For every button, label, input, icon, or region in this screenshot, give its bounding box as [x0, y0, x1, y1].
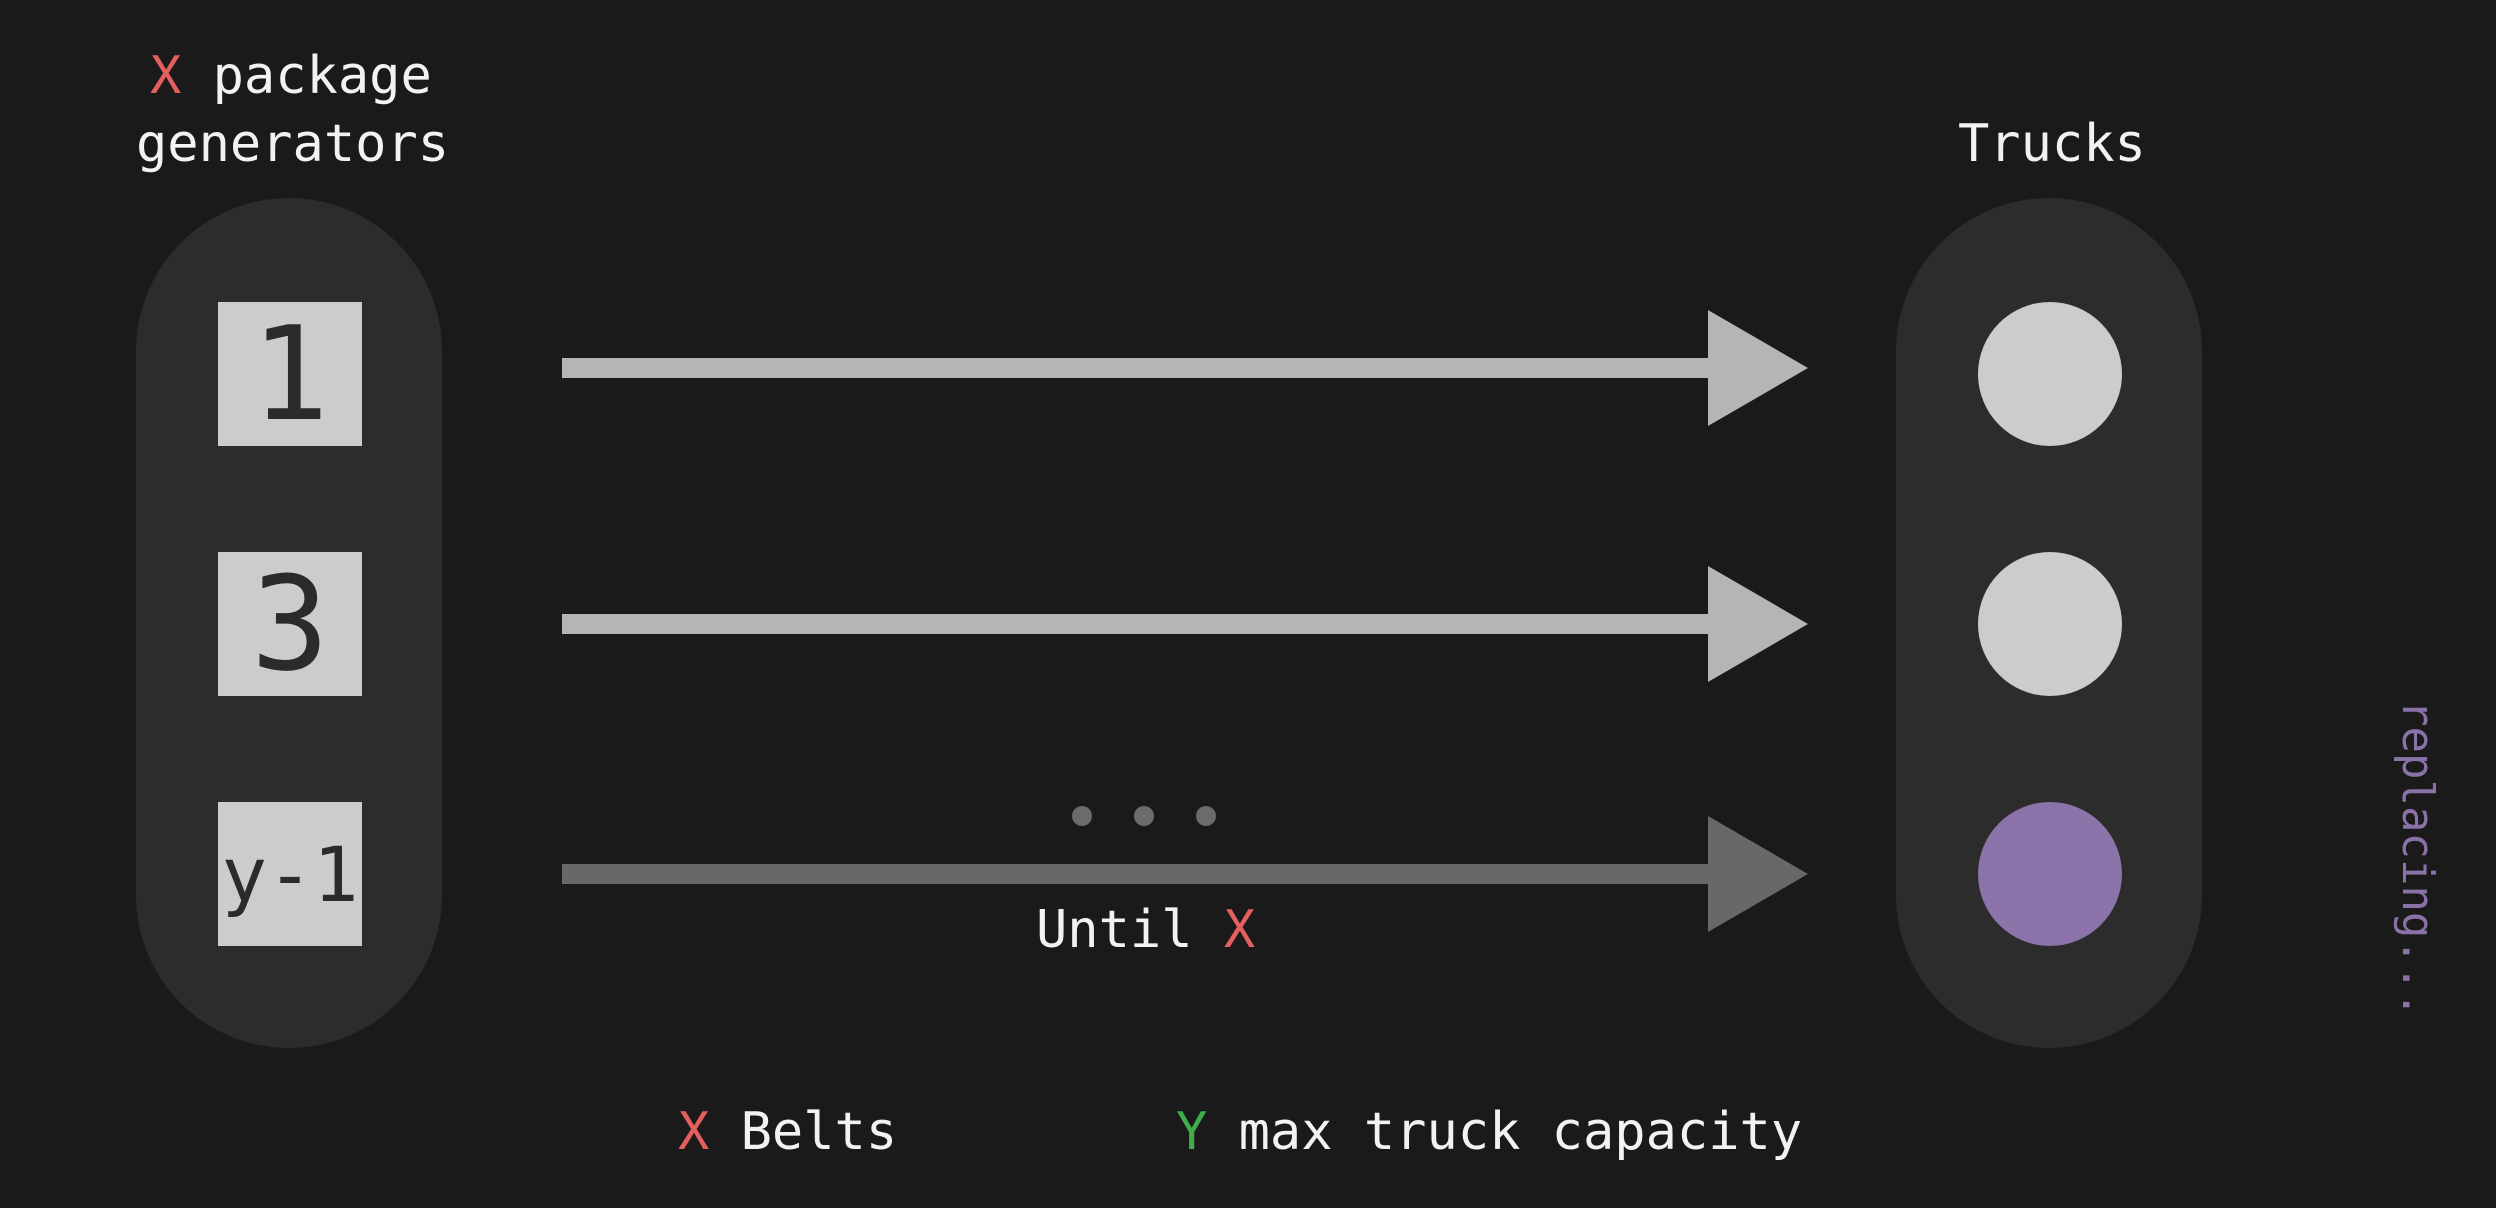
legend-belts: X Belts — [678, 1102, 897, 1162]
x-variable: X — [1223, 900, 1256, 960]
belt-arrow — [562, 816, 1808, 932]
until-text: Until — [1036, 900, 1224, 960]
trucks-title: Trucks — [1958, 114, 2146, 174]
belt-arrow — [562, 310, 1808, 426]
generator-box: 3 — [218, 552, 362, 696]
belt-arrow — [562, 566, 1808, 682]
generator-box: 1 — [218, 302, 362, 446]
truck-circle — [1978, 302, 2122, 446]
generators-title-text: package — [181, 46, 432, 106]
generators-title-line2: generators — [136, 114, 450, 174]
generator-box: y-1 — [218, 802, 362, 946]
ellipsis-dot — [1072, 806, 1092, 826]
replacing-note: replacing... — [2392, 700, 2443, 1018]
ellipsis-dot — [1134, 806, 1154, 826]
truck-circle — [1978, 552, 2122, 696]
x-variable: X — [678, 1102, 710, 1162]
x-variable: X — [150, 46, 182, 106]
legend-capacity: Y max truck capacity — [1176, 1102, 1802, 1162]
legend-belts-text: Belts — [709, 1102, 898, 1162]
truck-circle — [1978, 802, 2122, 946]
y-variable: Y — [1176, 1102, 1208, 1162]
generators-title-line1: X package — [150, 46, 432, 106]
until-label: Until X — [1036, 900, 1255, 960]
legend-capacity-text: max truck capacity — [1207, 1102, 1803, 1162]
ellipsis-dot — [1196, 806, 1216, 826]
